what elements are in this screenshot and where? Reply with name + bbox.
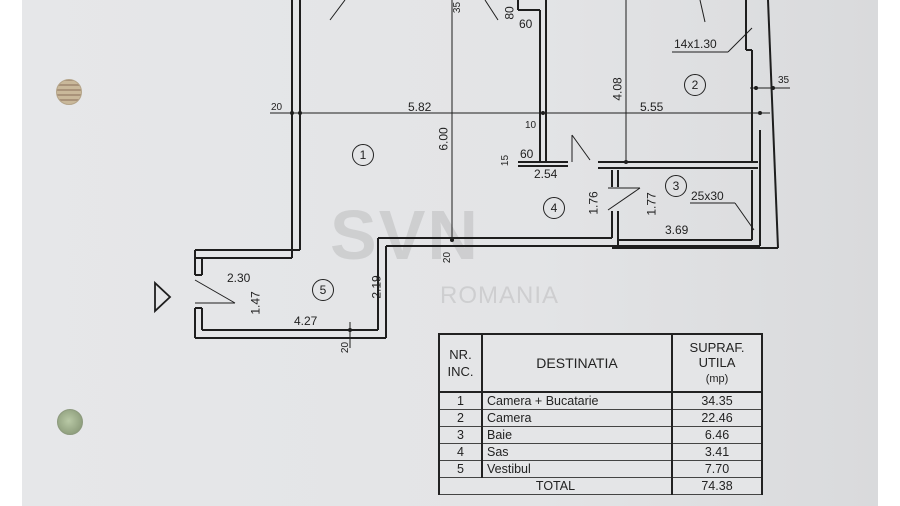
dimension-label: 20 [340, 341, 352, 354]
room-marker-1: 1 [352, 144, 374, 166]
dimension-label: 5.55 [640, 100, 664, 114]
table-total-row: TOTAL 74.38 [438, 477, 763, 495]
dimension-label: 4.27 [294, 314, 318, 328]
header-destinatia: DESTINATIA [481, 333, 673, 393]
room-marker-5: 5 [312, 279, 334, 301]
dimension-label: 35 [452, 1, 464, 14]
dimension-label: 15 [500, 154, 512, 167]
dimension-label: 2.19 [369, 275, 384, 299]
dimension-label: 6.00 [436, 127, 451, 151]
dimension-label: 2.54 [534, 167, 558, 181]
room-marker-2: 2 [684, 74, 706, 96]
dimension-label: 10 [525, 120, 537, 131]
room-area-table: NR.INC. DESTINATIA SUPRAF.UTILA(mp) 1 Ca… [438, 333, 763, 495]
dimension-label: 80 [502, 6, 517, 20]
dimension-label: 20 [271, 102, 283, 113]
dimension-label: 1.76 [586, 191, 601, 215]
window-label: 25x30 [691, 189, 724, 203]
dimension-label: 5.82 [408, 100, 432, 114]
room-marker-4: 4 [543, 197, 565, 219]
header-supraf: SUPRAF.UTILA(mp) [671, 333, 763, 393]
table-row: 4 Sas 3.41 [438, 443, 763, 461]
dimension-label: 60 [519, 17, 533, 31]
dimension-label: 60 [520, 147, 534, 161]
dimension-label: 1.77 [644, 192, 659, 216]
watermark-subtext: ROMANIA [440, 282, 560, 309]
table-row: 5 Vestibul 7.70 [438, 460, 763, 478]
punch-hole-icon [56, 79, 82, 105]
dimension-label: 35 [778, 75, 790, 86]
watermark-logo: SVN [330, 196, 480, 274]
dimension-label: 3.69 [665, 223, 689, 237]
dimension-label: 2.30 [227, 271, 251, 285]
table-row: 2 Camera 22.46 [438, 409, 763, 427]
dimension-label: 20 [442, 251, 454, 264]
punch-hole-icon [57, 409, 83, 435]
table-row: 1 Camera + Bucatarie 34.35 [438, 391, 763, 410]
window-label: 14x1.30 [674, 37, 717, 51]
table-header-row: NR.INC. DESTINATIA SUPRAF.UTILA(mp) [438, 333, 763, 393]
table-row: 3 Baie 6.46 [438, 426, 763, 444]
header-nr: NR.INC. [438, 333, 483, 393]
dimension-label: 4.08 [610, 77, 625, 101]
room-marker-3: 3 [665, 175, 687, 197]
dimension-label: 1.47 [248, 291, 263, 315]
